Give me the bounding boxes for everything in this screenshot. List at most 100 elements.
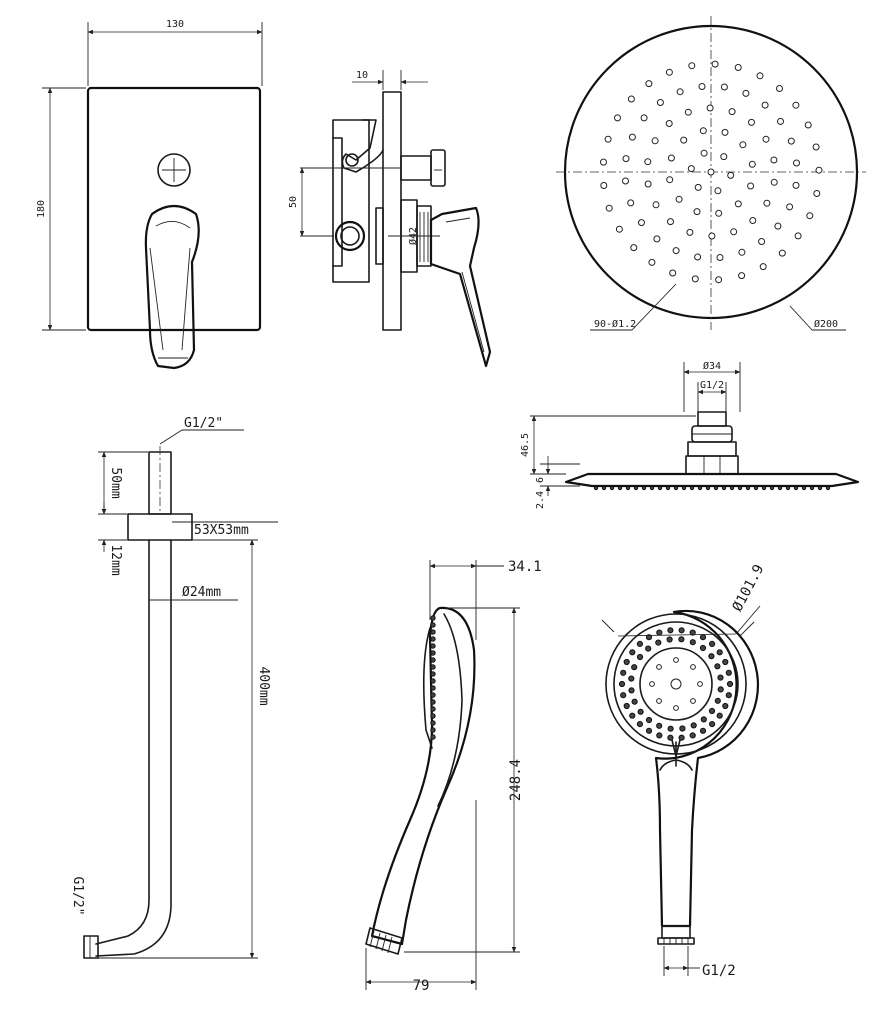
spray-hole bbox=[615, 225, 623, 233]
face-hole bbox=[620, 692, 627, 699]
face-hole bbox=[656, 722, 663, 729]
spray-hole bbox=[762, 135, 770, 143]
face-hole bbox=[649, 681, 655, 687]
spray-hole bbox=[770, 156, 778, 164]
nozzle-bump bbox=[617, 485, 623, 491]
spray-hole bbox=[727, 171, 735, 179]
spray-hole bbox=[638, 219, 645, 227]
face-hole bbox=[667, 734, 674, 741]
hand-thread-label: G1/2 bbox=[702, 963, 736, 979]
spray-hole bbox=[711, 60, 719, 68]
neck-diameter-label: Ø34 bbox=[703, 360, 721, 372]
face-hole bbox=[699, 727, 707, 734]
spray-hole bbox=[680, 136, 688, 144]
spray-hole bbox=[684, 108, 692, 116]
face-hole bbox=[655, 639, 662, 646]
spray-hole bbox=[694, 253, 702, 261]
head-side-holes bbox=[593, 485, 831, 491]
spray-hole bbox=[813, 190, 821, 197]
spray-hole bbox=[759, 263, 767, 271]
face-hole bbox=[629, 649, 636, 656]
shower-arm-view: G1/2" 50mm 53X53mm 12mm Ø24mm 400mm G1/2… bbox=[70, 416, 278, 959]
face-hole bbox=[636, 640, 644, 648]
face-hole bbox=[689, 629, 696, 636]
spray-hole bbox=[628, 133, 636, 141]
spray-hole bbox=[730, 228, 738, 236]
nozzle-bump bbox=[625, 485, 631, 491]
nozzle-bump bbox=[430, 727, 436, 733]
face-hole bbox=[628, 675, 635, 682]
plate-width-label: 130 bbox=[166, 19, 184, 30]
nozzle-bump bbox=[430, 664, 436, 670]
face-hole bbox=[690, 664, 696, 670]
nozzle-bump bbox=[601, 485, 607, 491]
hand-side-nozzles bbox=[430, 615, 436, 740]
spray-holes-label: 90-Ø1.2 bbox=[594, 318, 636, 330]
face-hole bbox=[636, 721, 644, 728]
spray-hole bbox=[720, 83, 728, 91]
nozzle-bump bbox=[430, 636, 436, 642]
spray-hole bbox=[666, 176, 674, 184]
nozzle-bump bbox=[430, 643, 436, 649]
spray-hole bbox=[715, 209, 723, 217]
spray-hole bbox=[738, 248, 746, 256]
nozzle-bump bbox=[689, 485, 695, 491]
face-hole bbox=[726, 680, 734, 688]
nozzle-bump bbox=[430, 657, 436, 663]
face-hole bbox=[679, 725, 686, 732]
spray-hole bbox=[739, 141, 747, 149]
face-hole bbox=[645, 727, 653, 734]
spray-hole bbox=[777, 117, 784, 125]
spray-hole bbox=[665, 68, 673, 76]
nozzle-bump bbox=[430, 629, 436, 635]
face-hole bbox=[670, 678, 682, 690]
spray-hole bbox=[687, 165, 695, 173]
nozzle-bump bbox=[809, 485, 815, 491]
spray-hole bbox=[721, 128, 729, 136]
spray-hole bbox=[622, 155, 630, 163]
nozzle-bump bbox=[430, 706, 436, 712]
nozzle-bump bbox=[705, 485, 711, 491]
spray-hole bbox=[720, 153, 728, 161]
shower-head-side-view: Ø34 G1/2 46.5 6 2.4 bbox=[520, 360, 860, 509]
nozzle-bump bbox=[825, 485, 831, 491]
spray-hole bbox=[688, 62, 696, 70]
nozzle-bump bbox=[430, 720, 436, 726]
spray-hole bbox=[804, 121, 812, 129]
spray-hole bbox=[700, 149, 708, 157]
face-hole bbox=[697, 681, 703, 687]
face-hole bbox=[678, 636, 685, 643]
face-hole bbox=[699, 634, 707, 641]
nozzle-bump bbox=[641, 485, 647, 491]
nozzle-bump bbox=[793, 485, 799, 491]
nozzle-bump bbox=[633, 485, 639, 491]
head-thread-label: G1/2 bbox=[700, 380, 724, 391]
nozzle-bump bbox=[817, 485, 823, 491]
hand-width-label: 79 bbox=[413, 978, 430, 994]
nozzle-bump bbox=[761, 485, 767, 491]
spray-hole bbox=[691, 275, 699, 283]
face-hole bbox=[714, 697, 721, 704]
nozzle-bump bbox=[430, 650, 436, 656]
spray-hole bbox=[600, 158, 607, 166]
hand-length-label: 248.4 bbox=[508, 759, 524, 801]
spray-hole bbox=[734, 64, 742, 71]
head-thickness-a-label: 6 bbox=[535, 477, 546, 483]
nozzle-bump bbox=[430, 692, 436, 698]
face-hole bbox=[678, 627, 685, 634]
face-hole bbox=[717, 686, 724, 693]
face-hole bbox=[678, 734, 685, 741]
nozzle-bump bbox=[430, 685, 436, 691]
face-hole bbox=[716, 649, 723, 656]
spray-hole bbox=[627, 95, 635, 103]
spray-hole bbox=[758, 238, 766, 245]
spray-hole bbox=[656, 99, 664, 106]
nozzle-bump bbox=[430, 734, 436, 740]
arm-thread-top-label: G1/2" bbox=[184, 416, 223, 431]
face-hole bbox=[666, 636, 673, 643]
nozzle-bump bbox=[785, 485, 791, 491]
face-hole bbox=[689, 732, 696, 739]
face-hole bbox=[699, 644, 707, 652]
spray-hole bbox=[756, 72, 764, 80]
face-hole bbox=[714, 663, 721, 670]
